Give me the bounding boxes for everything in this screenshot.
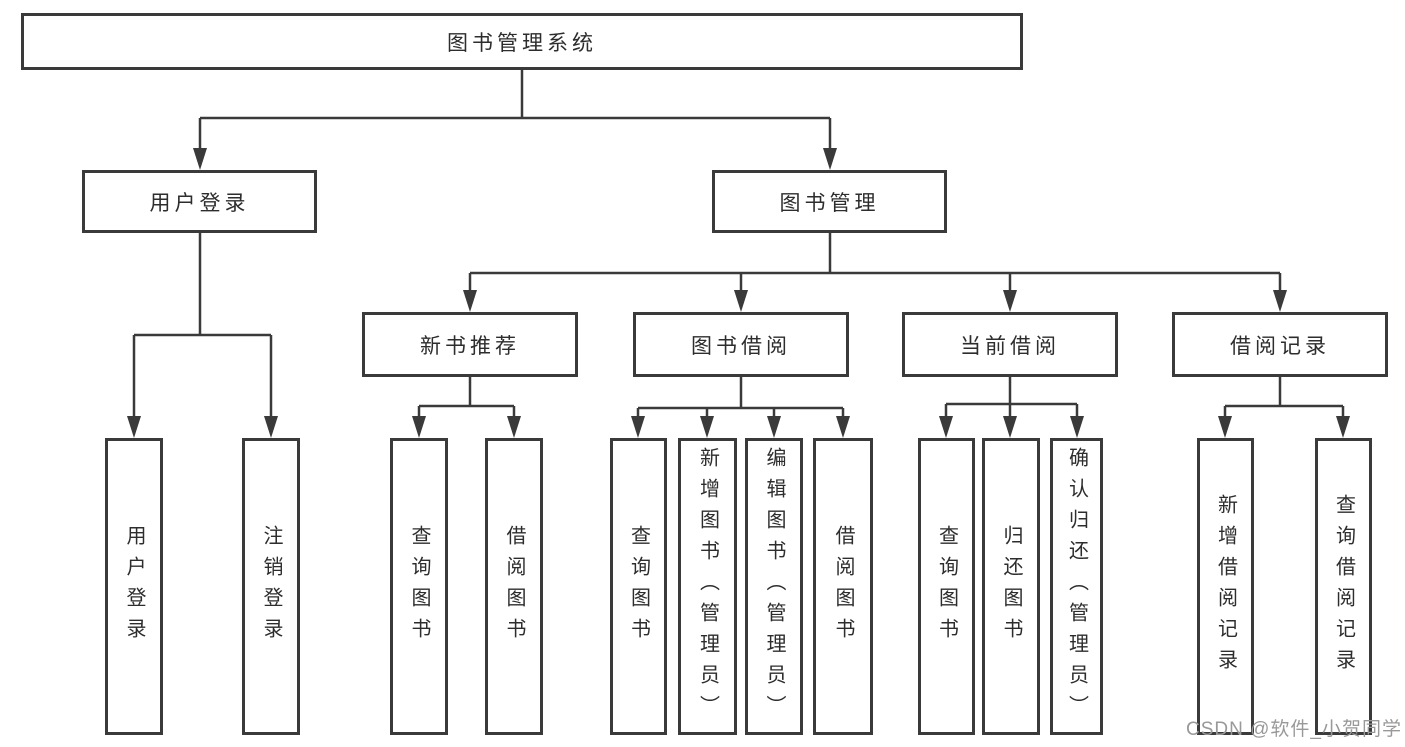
leaf-query-books-recommend: 查询图书 bbox=[390, 438, 448, 735]
connector-newbooks-to-leaves bbox=[417, 377, 516, 418]
arrowhead bbox=[734, 290, 748, 312]
arrowhead bbox=[1003, 416, 1017, 438]
leaf-edit-books-admin: 编辑图书（管理员） bbox=[745, 438, 803, 735]
arrowhead bbox=[631, 416, 645, 438]
arrowhead bbox=[412, 416, 426, 438]
connector-login-to-leaves bbox=[132, 233, 273, 418]
node-book-management: 图书管理 bbox=[712, 170, 947, 233]
leaf-return-books: 归还图书 bbox=[982, 438, 1040, 735]
arrowhead bbox=[1070, 416, 1084, 438]
leaf-borrow-books-recommend: 借阅图书 bbox=[485, 438, 543, 735]
arrowhead bbox=[1273, 290, 1287, 312]
node-user-login: 用户登录 bbox=[82, 170, 317, 233]
arrowhead bbox=[939, 416, 953, 438]
arrowhead bbox=[1218, 416, 1232, 438]
leaf-query-borrow-record: 查询借阅记录 bbox=[1315, 438, 1372, 735]
node-root-system: 图书管理系统 bbox=[21, 13, 1023, 70]
arrowhead bbox=[507, 416, 521, 438]
connector-current-to-leaves bbox=[944, 377, 1079, 418]
leaf-query-books-borrow: 查询图书 bbox=[610, 438, 667, 735]
arrowhead bbox=[823, 148, 837, 170]
leaf-add-books-admin: 新增图书（管理员） bbox=[678, 438, 737, 735]
arrowhead bbox=[127, 416, 141, 438]
arrowhead bbox=[767, 416, 781, 438]
arrowhead bbox=[700, 416, 714, 438]
leaf-borrow-books: 借阅图书 bbox=[813, 438, 873, 735]
node-book-borrow: 图书借阅 bbox=[633, 312, 849, 377]
connector-records-to-leaves bbox=[1223, 377, 1345, 418]
arrowhead bbox=[463, 290, 477, 312]
connector-management-to-level3 bbox=[468, 233, 1282, 292]
arrowhead bbox=[1003, 290, 1017, 312]
connector-root-to-level2 bbox=[198, 70, 832, 150]
arrowhead bbox=[193, 148, 207, 170]
node-current-borrow: 当前借阅 bbox=[902, 312, 1118, 377]
leaf-query-books-current: 查询图书 bbox=[918, 438, 975, 735]
connector-borrow-to-leaves bbox=[636, 377, 845, 418]
leaf-user-login: 用户登录 bbox=[105, 438, 163, 735]
leaf-add-borrow-record: 新增借阅记录 bbox=[1197, 438, 1254, 735]
arrowhead bbox=[1336, 416, 1350, 438]
arrowhead bbox=[264, 416, 278, 438]
leaf-confirm-return-admin: 确认归还（管理员） bbox=[1050, 438, 1103, 735]
node-new-book-recommend: 新书推荐 bbox=[362, 312, 578, 377]
leaf-logout: 注销登录 bbox=[242, 438, 300, 735]
csdn-watermark: CSDN @软件_小贺同学 bbox=[1186, 719, 1402, 740]
node-borrow-records: 借阅记录 bbox=[1172, 312, 1388, 377]
arrowhead bbox=[836, 416, 850, 438]
